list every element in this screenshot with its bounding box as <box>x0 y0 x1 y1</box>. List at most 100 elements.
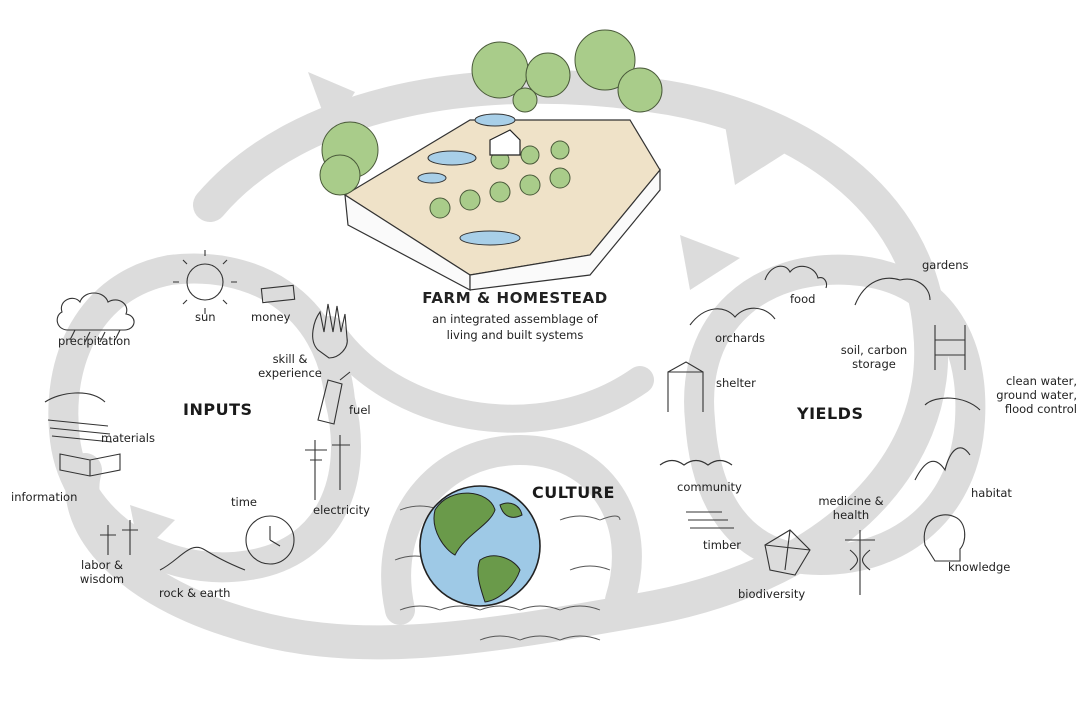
skill-line-1: skill & <box>272 352 308 366</box>
input-label-precipitation: precipitation <box>58 334 131 348</box>
tree-6 <box>617 67 663 113</box>
fuel-nozzle-icon <box>317 371 351 425</box>
hedge-8 <box>550 140 570 160</box>
water-line-2: ground water, <box>996 388 1077 402</box>
yield-label-shelter: shelter <box>716 376 756 390</box>
pond-1 <box>474 113 516 127</box>
input-label-materials: materials <box>101 431 155 445</box>
culture-sketch <box>394 485 621 641</box>
inputs-loop <box>48 253 361 583</box>
hedge-4 <box>519 174 541 196</box>
culture-loop <box>381 434 642 625</box>
food-icon <box>764 265 828 289</box>
yield-label-community: community <box>677 480 742 494</box>
yield-label-orchards: orchards <box>715 331 765 345</box>
skill-line-2: experience <box>258 366 322 380</box>
water-icon <box>924 397 981 411</box>
hedge-1 <box>429 197 451 219</box>
orchards-icon <box>689 307 776 326</box>
soil-line-1: soil, carbon <box>840 343 908 357</box>
farm-sketch <box>319 29 663 291</box>
medicine-line-2: health <box>832 508 870 522</box>
water-line-3: flood control <box>1004 402 1077 416</box>
globe-land-2 <box>477 555 521 603</box>
farm-front <box>469 168 661 291</box>
input-label-information: information <box>11 490 78 504</box>
arrowhead-top-right <box>725 125 790 185</box>
cloud-icon <box>56 292 135 331</box>
medicine-line-1: medicine & <box>818 494 884 508</box>
input-label-electricity: electricity <box>313 503 370 517</box>
yield-sketches <box>659 265 981 595</box>
hedge-3 <box>489 181 511 203</box>
biodiversity-icon <box>764 529 811 576</box>
timber-icon <box>686 511 734 529</box>
water-line-1: clean water, <box>1005 374 1077 388</box>
book-icon <box>59 453 121 477</box>
input-sketches <box>44 250 351 571</box>
arrowhead-bottom-left <box>130 505 175 555</box>
gardens-icon <box>854 277 931 306</box>
flow-arrowheads <box>130 72 790 555</box>
farm-house <box>489 129 521 156</box>
yield-label-timber: timber <box>703 538 742 552</box>
pond-3 <box>417 172 447 184</box>
arrowhead-mid <box>680 235 740 290</box>
farm-subtitle-line-2: living and built systems <box>446 328 584 342</box>
yield-label-clean-water: clean water, ground water, flood control <box>985 374 1077 416</box>
input-label-labor-wisdom: labor & wisdom <box>70 558 134 586</box>
input-label-fuel: fuel <box>349 403 371 417</box>
pond-4 <box>459 230 521 246</box>
input-label-time: time <box>231 495 257 509</box>
farm-subtitle: an integrated assemblage of living and b… <box>360 311 670 343</box>
rock-earth-icon <box>159 546 246 571</box>
caduceus-icon <box>845 530 875 595</box>
hand-icon <box>312 303 348 359</box>
yield-label-biodiversity: biodiversity <box>738 587 806 601</box>
soil-icon <box>934 325 966 370</box>
soil-line-2: storage <box>852 357 896 371</box>
habitat-icon <box>914 447 971 481</box>
yields-heading: YIELDS <box>797 404 864 423</box>
globe-land-3 <box>499 502 523 518</box>
input-label-rock-earth: rock & earth <box>159 586 231 600</box>
farm-loop <box>316 316 654 433</box>
farm-subtitle-line-1: an integrated assemblage of <box>432 312 598 326</box>
yield-label-gardens: gardens <box>922 258 969 272</box>
input-label-skill-experience: skill & experience <box>252 352 328 380</box>
yield-label-soil-carbon: soil, carbon storage <box>834 343 914 371</box>
farm-title: FARM & HOMESTEAD <box>422 289 608 307</box>
globe-land-1 <box>433 492 496 556</box>
hedge-7 <box>520 145 540 165</box>
yield-label-habitat: habitat <box>971 486 1012 500</box>
pond-2 <box>427 150 477 166</box>
power-pole-icon <box>305 435 350 500</box>
money-icon <box>260 284 296 304</box>
tree-5 <box>574 29 636 91</box>
head-brain-icon <box>923 514 966 562</box>
tree-4 <box>525 52 571 98</box>
tree-2 <box>319 154 361 196</box>
labor-line-2: wisdom <box>79 572 125 586</box>
yield-label-knowledge: knowledge <box>948 560 1011 574</box>
yields-loop <box>684 254 986 576</box>
community-icon <box>659 459 733 466</box>
culture-heading: CULTURE <box>532 483 615 502</box>
arrowhead-top-left <box>308 72 355 132</box>
input-label-money: money <box>251 310 291 324</box>
sun-icon <box>173 250 237 314</box>
yield-label-food: food <box>790 292 816 306</box>
inputs-heading: INPUTS <box>183 400 253 419</box>
hedge-5 <box>549 167 571 189</box>
tree-7 <box>512 87 538 113</box>
clock-icon <box>245 515 295 565</box>
materials-icon <box>44 392 113 443</box>
labor-line-1: labor & <box>81 558 123 572</box>
input-label-sun: sun <box>195 310 216 324</box>
rain-icon <box>69 329 121 343</box>
hedge-2 <box>459 189 481 211</box>
people-icon <box>100 520 138 555</box>
shelter-icon <box>667 361 704 412</box>
